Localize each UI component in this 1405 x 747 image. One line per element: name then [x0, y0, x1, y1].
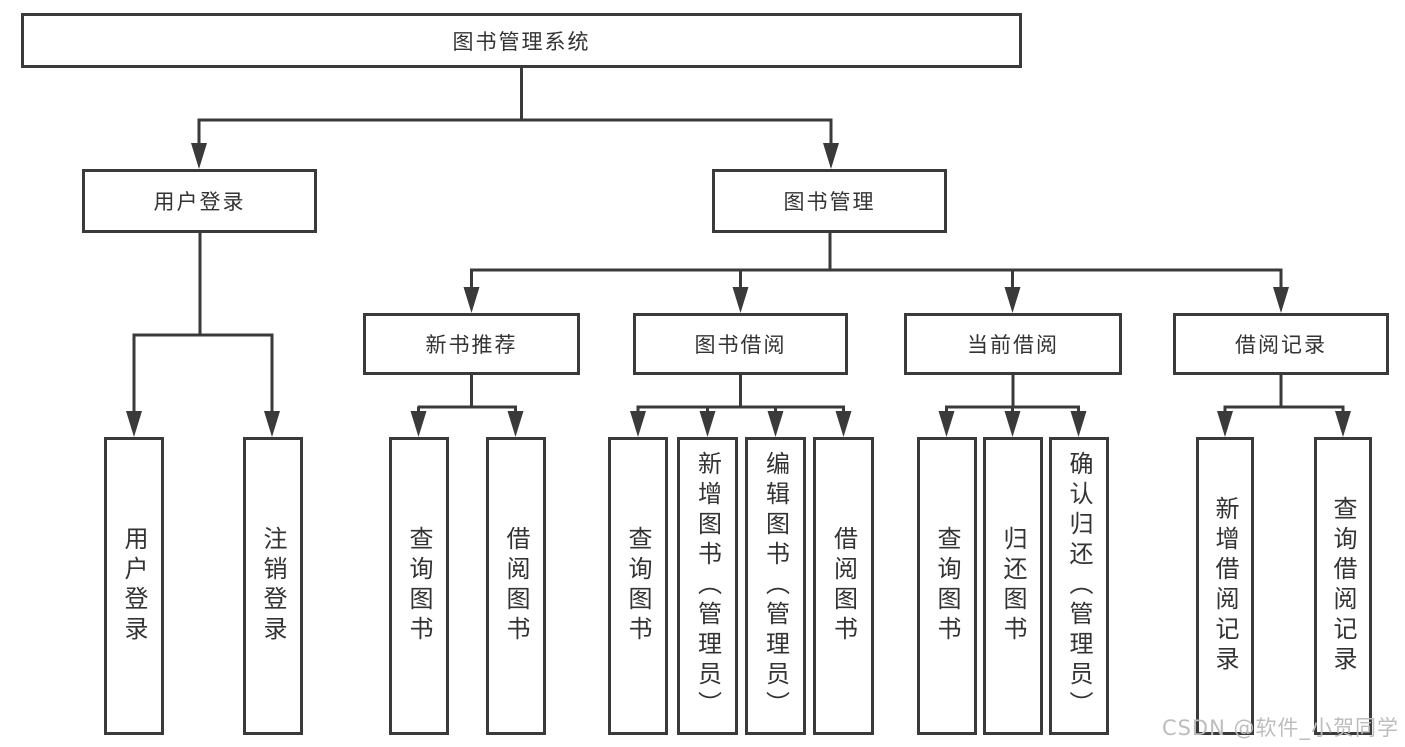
node-label: 图书借阅 [694, 333, 787, 357]
arrow-down-icon [938, 411, 955, 437]
arrow-down-icon [1335, 411, 1351, 437]
node-label: 查询图书 [405, 526, 433, 646]
node-borrowing-records: 借阅记录 [1173, 313, 1389, 375]
arrow-down-icon [1004, 287, 1021, 313]
arrow-down-icon [410, 411, 427, 437]
node-label: 借阅图书 [502, 526, 530, 646]
arrow-down-icon [507, 411, 524, 437]
arrow-down-icon [1004, 411, 1021, 437]
node-borrow-books: 借阅图书 [813, 437, 874, 735]
node-label: 编辑图书（管理员） [761, 451, 790, 721]
node-library-management-system: 图书管理系统 [21, 13, 1022, 68]
arrow-down-icon [699, 411, 716, 437]
node-borrow-books-recommend: 借阅图书 [486, 437, 546, 735]
node-label: 查询图书 [933, 526, 961, 646]
node-label: 用户登录 [120, 526, 148, 646]
arrow-down-icon [823, 143, 839, 169]
node-new-book-recommendation: 新书推荐 [363, 313, 580, 375]
arrow-down-icon [732, 287, 749, 313]
arrow-down-icon [1217, 411, 1233, 437]
node-label: 新增图书（管理员） [693, 451, 722, 721]
node-label: 新书推荐 [425, 333, 518, 357]
node-label: 当前借阅 [967, 333, 1059, 357]
node-label: 图书管理 [783, 190, 876, 214]
arrow-down-icon [463, 287, 480, 313]
node-confirm-return-admin: 确认归还（管理员） [1049, 437, 1109, 735]
node-label: 查询图书 [624, 526, 652, 646]
node-label: 图书管理系统 [452, 29, 591, 54]
node-label: 借阅图书 [829, 526, 858, 646]
node-query-books-recommend: 查询图书 [389, 437, 449, 735]
node-query-books-current: 查询图书 [917, 437, 977, 735]
node-label: 新增借阅记录 [1211, 496, 1239, 676]
node-label: 确认归还（管理员） [1065, 451, 1093, 721]
node-book-borrowing: 图书借阅 [633, 313, 848, 375]
node-edit-book-admin: 编辑图书（管理员） [745, 437, 806, 735]
arrow-down-icon [630, 411, 646, 437]
arrow-down-icon [191, 143, 207, 169]
node-add-borrow-record: 新增借阅记录 [1196, 437, 1254, 735]
node-user-login-group: 用户登录 [82, 169, 317, 233]
node-label: 查询借阅记录 [1329, 496, 1357, 676]
node-user-login: 用户登录 [104, 437, 164, 735]
node-query-borrow-record: 查询借阅记录 [1314, 437, 1372, 735]
arrow-down-icon [1273, 287, 1289, 313]
arrow-down-icon [767, 411, 784, 437]
node-label: 借阅记录 [1235, 333, 1327, 357]
node-label: 用户登录 [153, 190, 246, 214]
node-return-book: 归还图书 [983, 437, 1043, 735]
arrow-down-icon [835, 411, 852, 437]
arrow-down-icon [1070, 411, 1087, 437]
csdn-watermark: CSDN @软件_小贺同学 [1161, 716, 1399, 740]
arrow-down-icon [126, 411, 142, 437]
node-logout-login: 注销登录 [243, 437, 303, 735]
node-label: 归还图书 [999, 526, 1027, 646]
node-current-borrowing: 当前借阅 [904, 313, 1122, 375]
arrow-down-icon [264, 411, 280, 437]
node-query-books-borrow: 查询图书 [608, 437, 668, 735]
node-label: 注销登录 [259, 526, 287, 646]
node-book-management: 图书管理 [712, 169, 947, 233]
node-add-book-admin: 新增图书（管理员） [677, 437, 738, 735]
